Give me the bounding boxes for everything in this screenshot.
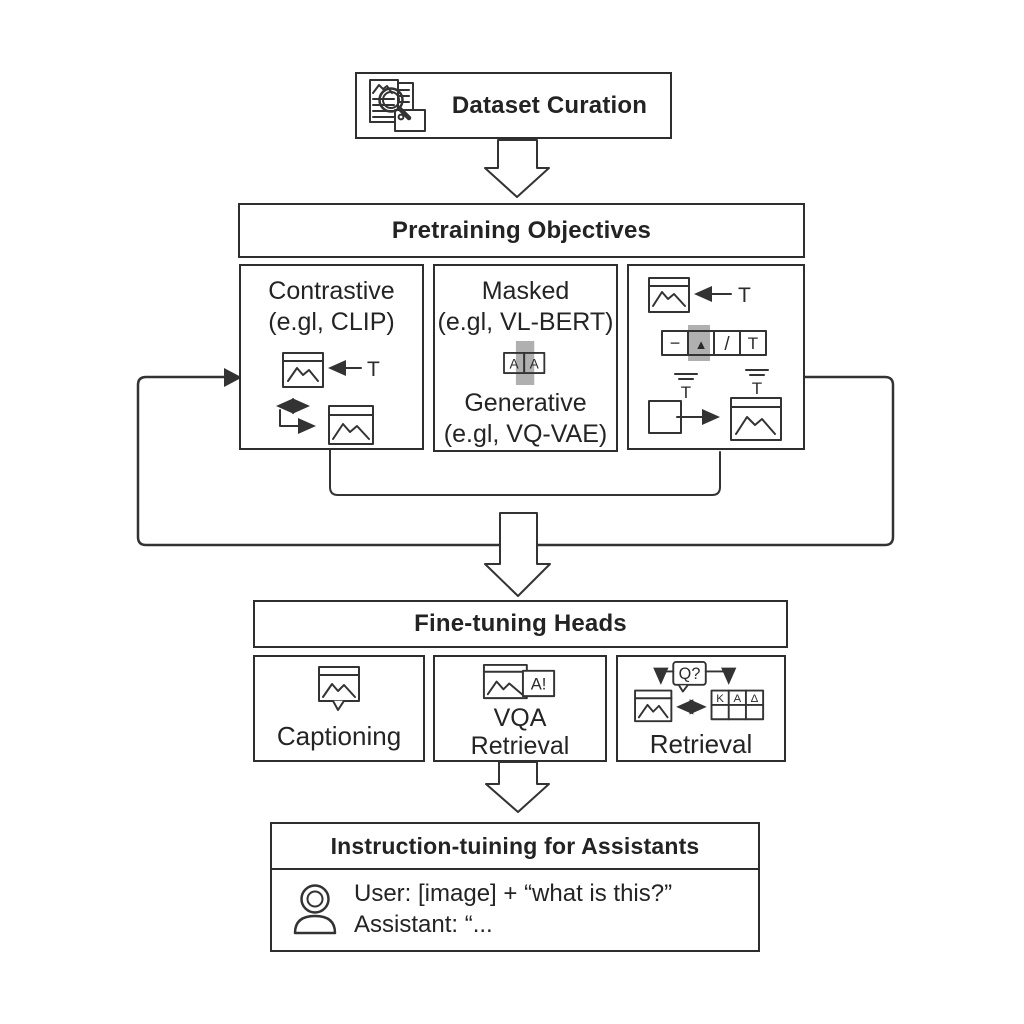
pretraining-header: Pretraining Objectives (238, 203, 805, 258)
node-vqa: A! VQA Retrieval (433, 655, 607, 762)
feedback-loop-arrowhead (224, 368, 242, 387)
user-avatar-icon (293, 884, 337, 935)
visual-sequence-icon: T − ▲ / T T T (648, 277, 782, 441)
question-bubble-label: Q? (679, 665, 701, 683)
grid-letter-1: K (716, 693, 724, 705)
generative-label-line2: (e.gl, VQ-VAE) (443, 420, 608, 448)
masked-letter-2: A (529, 357, 539, 372)
generative-label-line1: Generative (464, 389, 587, 417)
instruction-assistant-line: Assistant: “... (354, 911, 493, 938)
masked-label-line2: (e.gl, VL-BERT) (437, 308, 614, 336)
instruction-header: Instruction-tuining for Assistants (272, 824, 758, 870)
node-captioning: Captioning (253, 655, 425, 762)
masked-token-icon: A A (502, 341, 545, 385)
node-contrastive: Contrastive (e.gl, CLIP) T (239, 264, 424, 450)
instruction-content: User: [image] + “what is this?” Assistan… (272, 870, 758, 940)
pretraining-bracket-line (329, 449, 721, 496)
answer-badge-label: A! (531, 674, 547, 693)
flow-arrow-bottom (485, 761, 550, 813)
grid-letter-2: A (733, 693, 741, 705)
masked-label-line1: Masked (481, 277, 570, 305)
finetuning-header: Fine-tuning Heads (253, 600, 788, 648)
node-visual-sequence: T − ▲ / T T T (627, 264, 805, 450)
contrastive-pairing-icon: T (276, 352, 380, 445)
masked-letter-1: A (509, 357, 519, 372)
text-token-label: T (752, 379, 762, 398)
seq-cell-slash: / (724, 334, 730, 355)
contrastive-label-line1: Contrastive (268, 277, 395, 305)
grid-letter-3: Δ (751, 693, 759, 705)
text-token-label: T (738, 284, 751, 307)
flow-arrow-top (484, 139, 550, 198)
dataset-search-icon (369, 78, 426, 132)
node-dataset-curation: Dataset Curation (355, 72, 672, 139)
seq-cell-triangle: ▲ (695, 337, 708, 352)
seq-cell-t: T (748, 334, 758, 353)
instruction-user-line: User: [image] + “what is this?” (354, 880, 673, 907)
node-instruction-tuning: Instruction-tuining for Assistants User:… (270, 822, 760, 952)
masked-cell-highlight (688, 325, 710, 361)
captioning-label: Captioning (276, 721, 402, 751)
retrieval-label: Retrieval (649, 729, 753, 759)
node-retrieval: Q? K A Δ Retrieval (616, 655, 786, 762)
contrastive-label-line2: (e.gl, CLIP) (268, 308, 395, 336)
text-token-label: T (367, 358, 380, 381)
seq-cell-minus: − (670, 333, 681, 353)
captioning-icon (318, 666, 360, 711)
retrieval-icon: Q? K A Δ (634, 660, 765, 723)
vqa-icon: A! (482, 663, 556, 700)
vqa-label-line1: VQA (493, 704, 547, 732)
node-masked-generative: Masked (e.gl, VL-BERT) A A Generative (e… (433, 264, 618, 452)
text-token-label: T (681, 383, 691, 402)
vqa-label-line2: Retrieval (470, 732, 570, 760)
flow-arrow-middle (484, 512, 551, 597)
dataset-curation-title: Dataset Curation (451, 91, 648, 119)
